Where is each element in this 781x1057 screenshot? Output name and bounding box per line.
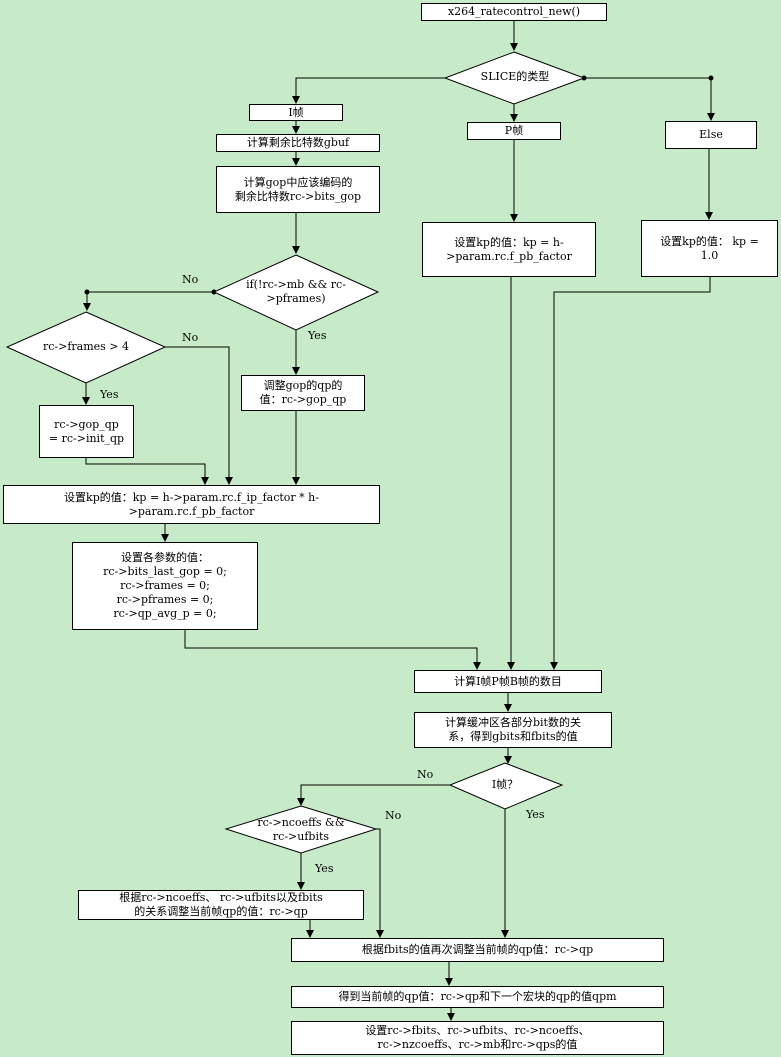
edge-label-iframe-yes: Yes (526, 808, 545, 821)
is-iframe-diamond (448, 762, 564, 810)
edge-label-frames-no: No (182, 331, 199, 344)
slice-type-diamond (443, 51, 586, 105)
p-frame-box: P帧 (467, 122, 561, 140)
calc-gop-box: 计算gop中应该编码的 剩余比特数rc->bits_gop (216, 166, 380, 213)
edge-label-mb-no: No (182, 273, 199, 286)
cond-coeffs-diamond (224, 805, 378, 854)
calc-buffer-box: 计算缓冲区各部分bit数的关 系，得到gbits和fbits的值 (414, 712, 612, 748)
edge-init-setkp (85, 458, 209, 485)
edge-frames-no (165, 346, 233, 485)
cond-coeffs-label: rc->ncoeffs && rc->ufbits (257, 816, 345, 843)
start-box: x264_ratecontrol_new() (421, 3, 607, 21)
set-kp-i-box: 设置kp的值：kp = h->param.rc.f_ip_factor * h-… (3, 485, 380, 524)
junction-dot (708, 75, 714, 81)
gop-qp-init-box: rc->gop_qp = rc->init_qp (39, 405, 134, 458)
adjust-qp-coeffs-box: 根据rc->ncoeffs、 rc->ufbits以及fbits 的关系调整当前… (78, 890, 364, 920)
cond-frames-label: rc->frames > 4 (42, 340, 130, 353)
adjust-gop-qp-box: 调整gop的qp的 值：rc->gop_qp (241, 375, 365, 411)
get-qp-box: 得到当前帧的qp值：rc->qp和下一个宏块的qp的值qpm (291, 986, 664, 1008)
else-box: Else (665, 121, 757, 149)
junction-dot (84, 289, 90, 295)
edge-slice-iframe (292, 77, 445, 104)
calc-gbuf-box: 计算剩余比特数gbuf (216, 134, 380, 152)
edge-setkpelse-count (550, 277, 711, 670)
edge-slice-else (584, 77, 715, 121)
set-final-box: 设置rc->fbits、rc->ufbits、rc->ncoeffs、 rc->… (291, 1021, 664, 1055)
adjust-qp-fbits-box: 根据fbits的值再次调整当前帧的qp值：rc->qp (291, 938, 664, 962)
i-frame-box: I帧 (249, 104, 343, 121)
edge-condmb-no (83, 291, 214, 311)
cond-frames-diamond (5, 311, 167, 384)
edge-params-count (184, 630, 481, 670)
cond-mb-diamond (212, 254, 380, 331)
set-kp-p-box: 设置kp的值：kp = h- >param.rc.f_pb_factor (422, 222, 596, 277)
edge-isi-no (297, 784, 450, 806)
edge-label-coeffs-no: No (385, 809, 402, 822)
slice-type-label: SLICE的类型 (480, 70, 550, 83)
edge-coeffs-no (376, 828, 384, 938)
set-kp-else-box: 设置kp的值： kp = 1.0 (641, 220, 778, 277)
count-frames-box: 计算I帧P帧B帧的数目 (414, 670, 602, 693)
set-params-box: 设置各参数的值： rc->bits_last_gop = 0; rc->fram… (72, 542, 258, 630)
edge-label-mb-yes: Yes (308, 329, 327, 342)
edge-label-frames-yes: Yes (100, 388, 119, 401)
cond-mb-label: if(!rc->mb && rc- >pframes) (246, 278, 346, 305)
is-iframe-label: I帧？ (491, 778, 519, 791)
edge-label-iframe-no: No (417, 768, 434, 781)
edge-label-coeffs-yes: Yes (315, 862, 334, 875)
